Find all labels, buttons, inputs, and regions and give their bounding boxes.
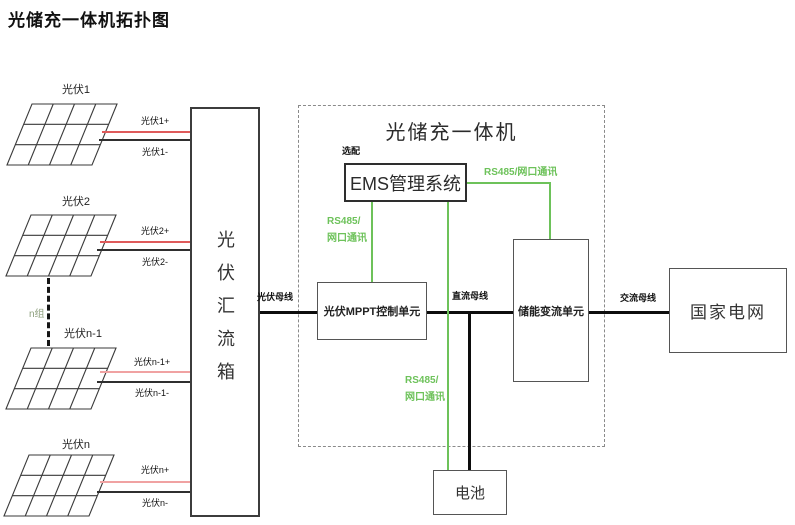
state-grid-box: 国家电网: [669, 268, 787, 353]
pv2-minus-label: 光伏2-: [141, 257, 168, 267]
ac-bus-line: [589, 311, 669, 314]
pvn-minus-label: 光伏n-: [141, 498, 168, 508]
pvn1-plus-label: 光伏n-1+: [133, 357, 171, 367]
pv-combiner-box-label: 光伏汇流箱: [215, 229, 235, 395]
page-title: 光储充一体机拓扑图: [8, 11, 170, 30]
pv1-minus-wire: [99, 139, 190, 141]
battery-box: 电池: [433, 470, 507, 515]
pv-group-dashed-line: [47, 278, 50, 346]
pv-panel-n-icon: [3, 454, 115, 517]
comm-line-ems-to-pcs-vertical: [549, 183, 551, 239]
ems-system-label: EMS管理系统: [349, 173, 461, 194]
pv-panel-1-label: 光伏1: [61, 84, 91, 96]
pv2-plus-wire: [100, 241, 190, 243]
pv-group-count-label: n组: [29, 309, 45, 320]
pv-panel-n1-label: 光伏n-1: [64, 328, 102, 340]
pv1-minus-label: 光伏1-: [141, 147, 168, 157]
pv-bus-label: 光伏母线: [257, 292, 294, 302]
comm-label-ems-battery-line2: 网口通讯: [405, 392, 445, 403]
comm-label-ems-mppt-line1: RS485/: [327, 216, 361, 227]
pv2-plus-label: 光伏2+: [140, 226, 170, 236]
pv-bus-line: [260, 311, 317, 314]
comm-label-ems-pcs: RS485/网口通讯: [484, 167, 558, 178]
integrated-machine-title: 光储充一体机: [385, 122, 518, 144]
battery-dc-line: [468, 311, 471, 472]
pv-panel-2-label: 光伏2: [61, 196, 91, 208]
pv1-plus-label: 光伏1+: [140, 116, 170, 126]
comm-line-ems-to-pcs-horizontal: [466, 182, 551, 184]
comm-label-ems-mppt: RS485/ 网口通讯: [327, 213, 367, 247]
ac-bus-label: 交流母线: [620, 293, 657, 303]
pv-panel-n1-icon: [5, 347, 117, 410]
pvn-plus-label: 光伏n+: [140, 465, 170, 475]
ems-system-box: EMS管理系统: [344, 163, 467, 202]
comm-label-ems-battery-line1: RS485/: [405, 375, 439, 386]
pvn-plus-wire: [100, 481, 190, 483]
pvn1-plus-wire: [100, 371, 190, 373]
state-grid-label: 国家电网: [690, 303, 766, 322]
pv2-minus-wire: [97, 249, 190, 251]
integrated-machine-boundary: [298, 105, 605, 447]
mppt-control-unit-label: 光伏MPPT控制单元: [323, 306, 421, 318]
pv-panel-n-label: 光伏n: [61, 439, 91, 451]
storage-converter-unit-box: 储能变流单元: [513, 239, 589, 382]
pv-panel-2-icon: [5, 214, 117, 277]
comm-line-ems-to-battery: [447, 202, 449, 470]
pv-panel-1-icon: [6, 103, 118, 166]
comm-label-ems-mppt-line2: 网口通讯: [327, 233, 367, 244]
storage-converter-unit-label: 储能变流单元: [518, 305, 584, 318]
pvn1-minus-wire: [97, 381, 190, 383]
mppt-control-unit-box: 光伏MPPT控制单元: [317, 282, 427, 340]
optional-tag: 选配: [342, 146, 361, 156]
battery-label: 电池: [454, 485, 485, 502]
dc-bus-label: 直流母线: [452, 291, 489, 301]
pv-combiner-box: 光伏汇流箱: [190, 107, 260, 517]
pv1-plus-wire: [102, 131, 190, 133]
comm-label-ems-battery: RS485/ 网口通讯: [405, 372, 445, 406]
pvn-minus-wire: [97, 491, 190, 493]
pvn1-minus-label: 光伏n-1-: [134, 388, 169, 398]
comm-line-ems-to-mppt: [371, 202, 373, 282]
